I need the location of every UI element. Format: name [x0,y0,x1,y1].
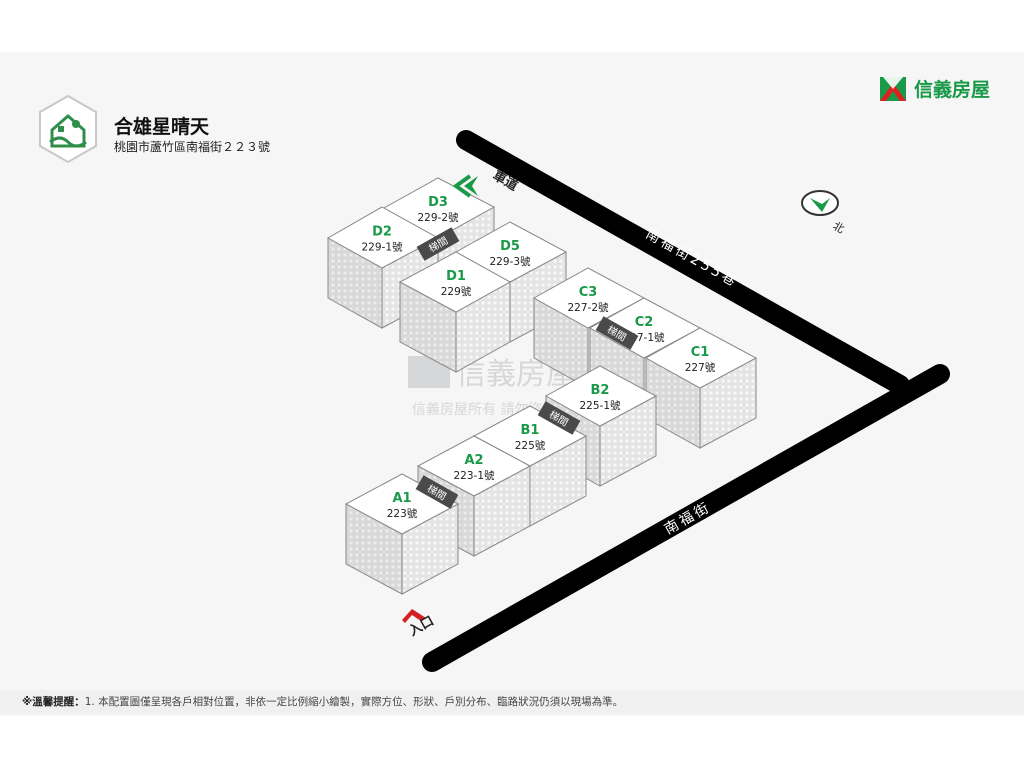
building-roof [416,435,532,497]
community-address: 桃園市蘆竹區南福街２２３號 [114,140,271,154]
building-address-label: 225-1號 [579,399,621,412]
building-id-label: D3 [428,195,448,210]
north-label: 北 [831,219,847,236]
brand-logo: 信義房屋 [880,75,990,102]
building-roof [544,365,658,427]
disclaimer-text: 1. 本配置圖僅呈現各戶相對位置，非依一定比例縮小繪製，實際方位、形狀、戶別分布… [84,696,624,708]
building-roof [588,297,702,359]
disclaimer-bar: ※溫馨提醒：1. 本配置圖僅呈現各戶相對位置，非依一定比例縮小繪製，實際方位、形… [0,690,1024,714]
building-roof [532,267,646,329]
community-logo-icon [39,94,97,164]
entrance-marker: 入口 [402,609,437,639]
brand-logo-icon [880,76,906,101]
site-plan-diagram: 南福街255巷 南福街 信義房屋 信義房屋所有 請勿盜用 D3229-2號D22… [326,130,950,672]
building-id-label: D5 [500,239,520,254]
entrance-arrow-icon [402,609,426,623]
building-roof [326,206,440,269]
header [34,90,102,176]
building-id-label: B2 [591,383,610,398]
entrance-label: 入口 [407,614,437,640]
stairwell-block [415,475,459,509]
building-address-label: 229-1號 [361,241,403,254]
building-id-label: C3 [579,285,598,300]
building-roof [398,251,512,313]
building-id-label: B1 [521,423,540,438]
building-address-label: 223號 [387,507,418,520]
street-road [422,364,950,672]
stairwell-block [537,401,581,435]
driveway-arrow-icon [464,176,478,196]
building-id-label: A2 [464,453,483,468]
building-address-label: 223-1號 [453,469,495,482]
building-address-label: 229號 [441,285,472,298]
building-id-label: C2 [635,315,654,330]
north-arrow-icon [810,198,830,212]
building-id-label: D2 [372,225,392,240]
building-address-label: 229-2號 [417,211,459,224]
disclaimer-title: ※溫馨提醒： [22,696,85,708]
brand-name: 信義房屋 [914,79,991,101]
building-id-label: A1 [392,491,411,506]
building-id-label: D1 [446,269,466,284]
building-id-label: C1 [691,345,710,360]
roads [422,130,950,672]
north-marker: 北 [801,190,847,236]
building-address-label: 229-3號 [489,255,531,268]
building-address-label: 227號 [685,361,716,374]
stairwell-block [416,227,460,261]
building-roof [644,327,758,389]
community-name: 合雄星晴天 [114,116,210,138]
lane-road [456,130,910,395]
driveway-chevron-icon [452,174,472,198]
building-address-label: 225號 [515,439,546,452]
building-address-label: 227-2號 [567,301,609,314]
stairwell-block [595,316,639,350]
